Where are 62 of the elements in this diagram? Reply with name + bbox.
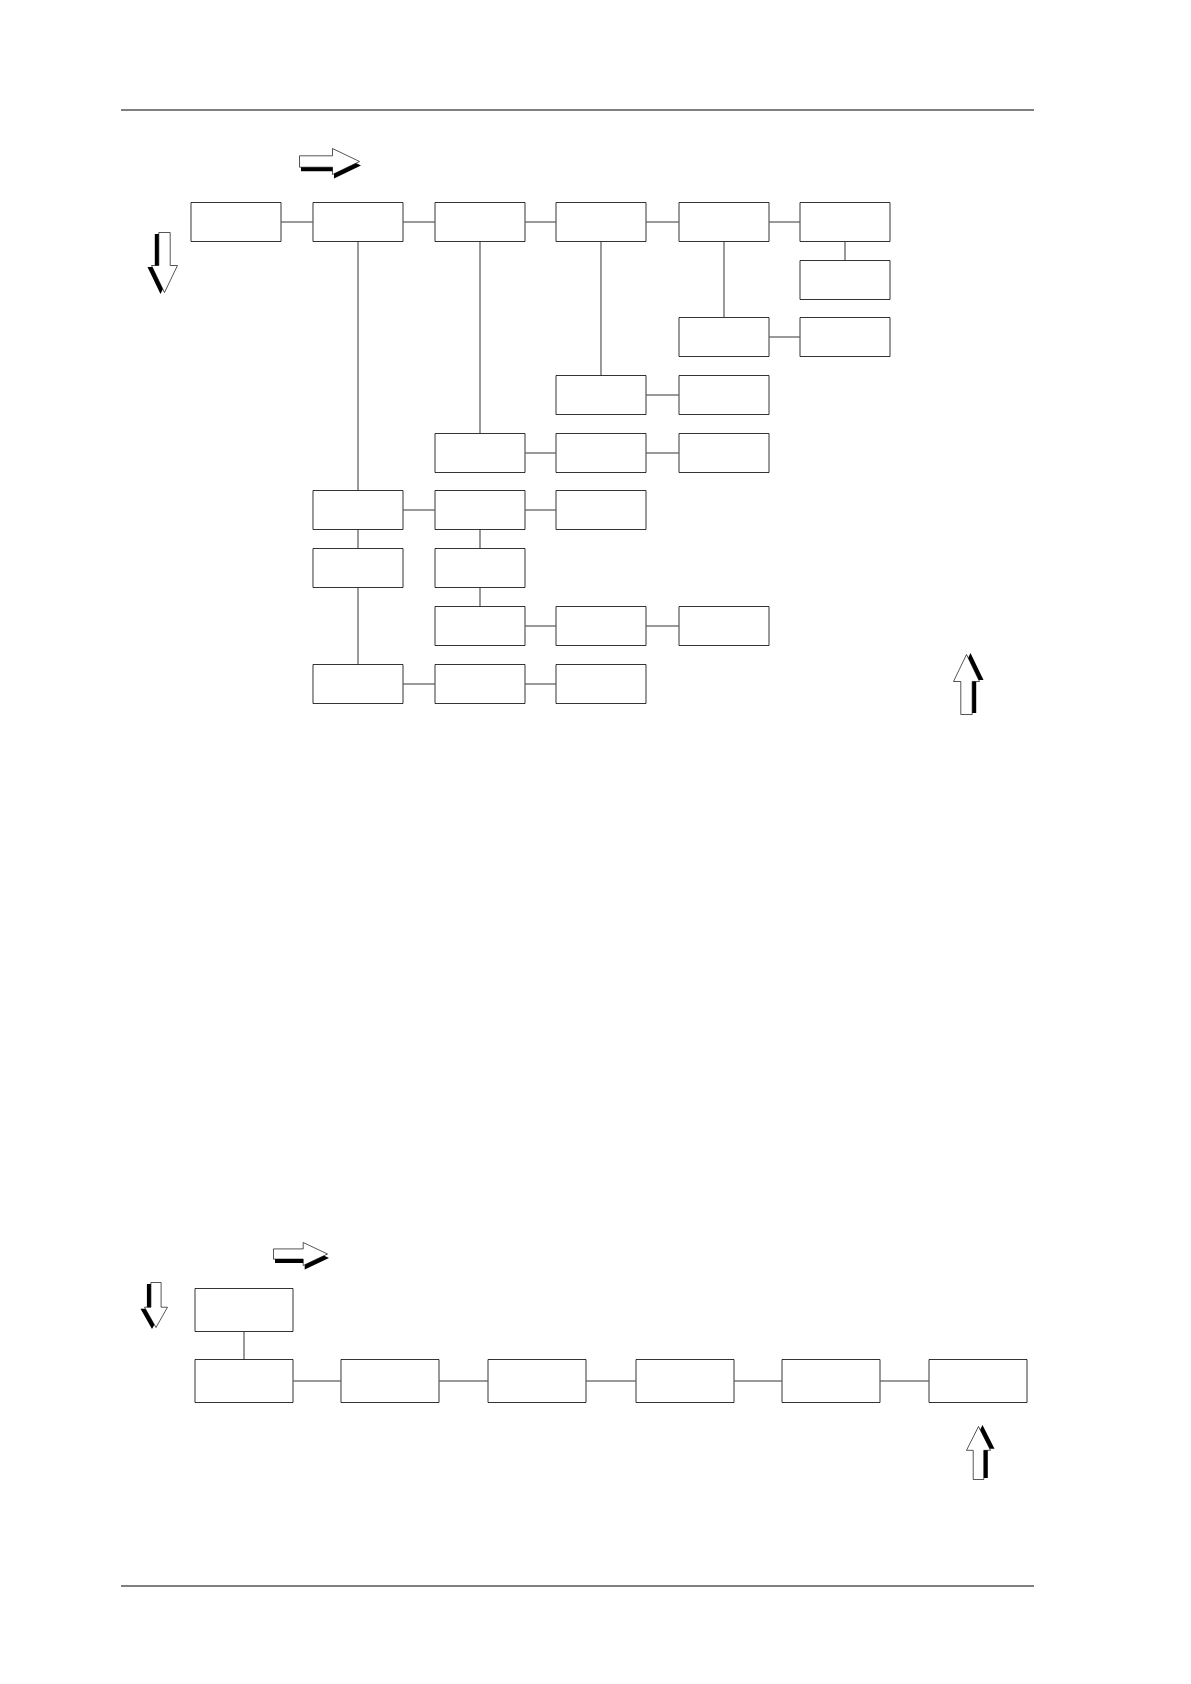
process-box [312,664,404,704]
connector-line [243,1331,245,1360]
process-box [434,490,526,530]
connector-line [357,529,359,549]
process-box [678,375,770,415]
connector-line [525,683,556,685]
connector-line [525,221,556,223]
connector-line [734,1380,782,1382]
connector-line [403,683,435,685]
connector-line [844,241,846,261]
process-box [555,664,647,704]
process-box [434,548,526,588]
connector-line [293,1380,341,1382]
process-box [555,433,647,473]
process-box [487,1359,587,1403]
connector-line [769,336,800,338]
process-box [781,1359,881,1403]
connector-line [646,452,679,454]
connector-line [880,1380,929,1382]
process-box [312,490,404,530]
process-box [678,433,770,473]
process-box [194,1359,294,1403]
process-box [799,202,891,242]
connector-line [403,509,435,511]
process-box [799,317,891,357]
connector-line [769,221,800,223]
connector-line [479,587,481,607]
connector-line [439,1380,488,1382]
process-box [799,260,891,300]
process-box [635,1359,735,1403]
connector-line [525,625,556,627]
connector-line [646,394,679,396]
process-box [190,202,282,242]
connector-line [600,241,602,376]
process-box [340,1359,440,1403]
connector-line [281,221,313,223]
process-box [555,606,647,646]
connector-line [479,529,481,549]
process-box [434,202,526,242]
process-box [928,1359,1028,1403]
process-box [312,548,404,588]
connector-line [646,221,679,223]
process-box [434,433,526,473]
connector-line [479,241,481,434]
connector-line [525,452,556,454]
connector-line [357,241,359,491]
process-box [434,664,526,704]
process-box [678,202,770,242]
process-box [194,1288,294,1332]
connector-line [525,509,556,511]
process-box [555,375,647,415]
connector-line [646,625,679,627]
connector-line [723,241,725,318]
process-box [678,317,770,357]
process-box [312,202,404,242]
connector-line [586,1380,636,1382]
process-box [434,606,526,646]
process-box [555,490,647,530]
connector-line [403,221,435,223]
process-box [678,606,770,646]
connector-line [357,587,359,665]
process-box [555,202,647,242]
